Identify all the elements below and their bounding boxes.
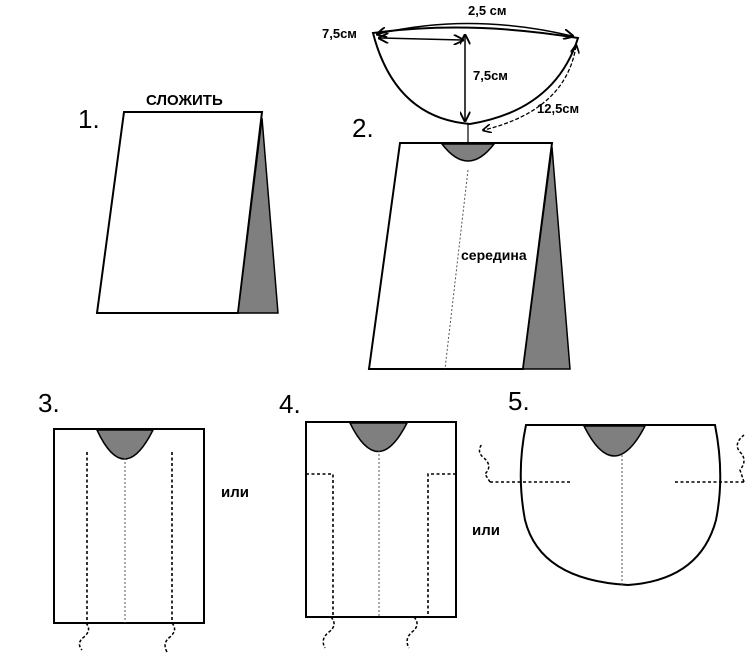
dim-top-width: 2,5 см	[468, 3, 507, 18]
center-line	[444, 169, 469, 370]
or-connector-1: или	[221, 484, 249, 501]
step-4-right-tail	[406, 616, 418, 649]
step-3-right-tail	[164, 622, 176, 653]
step-2-hood-pattern	[367, 22, 578, 370]
step-1-caption: СЛОЖИТЬ	[146, 92, 223, 109]
step-3-sheet	[53, 428, 205, 624]
fabric-front	[95, 111, 264, 314]
step-1-number: 1.	[78, 104, 100, 134]
step-4-sleeve-cut	[305, 421, 457, 649]
step-5-number: 5.	[508, 386, 530, 416]
label-middle: середина	[461, 247, 527, 263]
step-2-number: 2.	[352, 113, 374, 143]
step-3-straight-cut	[53, 428, 205, 653]
body-fold-gray	[522, 146, 571, 370]
step-5-neckline	[582, 425, 647, 457]
step-5-right-tail	[736, 434, 745, 483]
dim-curve: 12,5см	[537, 101, 579, 116]
step-3-number: 3.	[38, 388, 60, 418]
dim-depth: 7,5см	[473, 68, 508, 83]
neckline-gray	[440, 143, 496, 162]
step-3-neckline	[95, 429, 155, 460]
fold-gray-triangle	[237, 117, 279, 314]
side-width-arrow	[380, 38, 462, 40]
curve-arrow	[484, 46, 576, 130]
step-1-folded-fabric	[95, 111, 279, 314]
step-4-sheet	[305, 421, 457, 618]
step-4-left-cut	[306, 473, 334, 617]
step-3-left-tail	[78, 622, 90, 651]
step-4-right-cut	[427, 473, 456, 617]
step-4-neckline	[348, 422, 409, 453]
step-5-sheet	[519, 424, 722, 587]
top-width-arrow	[378, 22, 572, 36]
step-4-number: 4.	[279, 389, 301, 419]
dim-side-width: 7,5см	[322, 26, 357, 41]
step-5-rounded-cut	[478, 424, 746, 587]
step-4-left-tail	[322, 616, 335, 649]
or-connector-2: или	[472, 522, 500, 539]
step-5-left-tail	[478, 443, 491, 483]
